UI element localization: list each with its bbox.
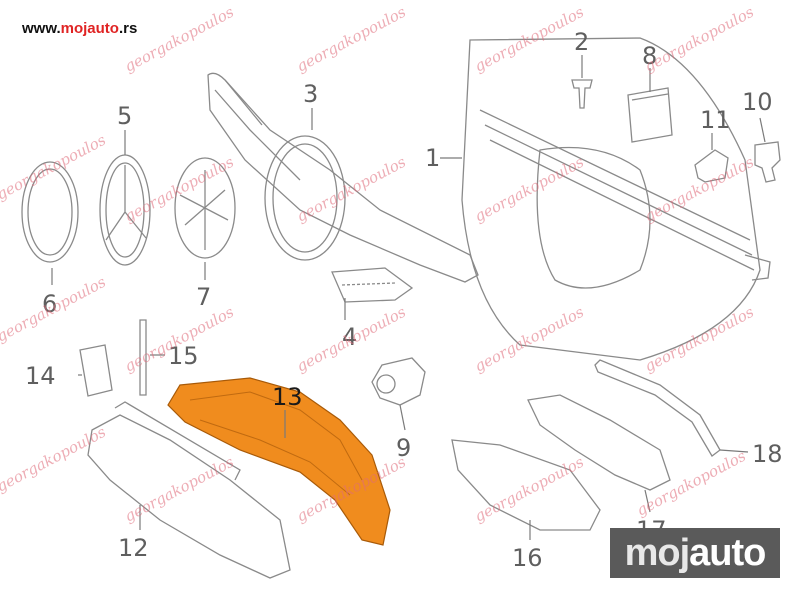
part-9-sensor [371, 357, 426, 406]
part-13-carrier-highlighted [167, 377, 391, 546]
watermark-text: georgakopoulos [471, 453, 587, 526]
part-7-badge-housing [174, 157, 236, 259]
part-2-clip [571, 79, 593, 109]
watermark-text: georgakopoulos [0, 423, 109, 496]
part-12-lower-grille [87, 401, 291, 579]
site-url-accent: mojauto [60, 20, 119, 37]
callout-10: 10 [742, 88, 773, 116]
callout-4: 4 [342, 323, 357, 351]
part-14-panel [79, 344, 113, 397]
logo-part1: moj [624, 532, 691, 574]
watermark-layer: georgakopoulos georgakopoulos georgakopo… [0, 3, 757, 526]
watermark-text: georgakopoulos [293, 153, 409, 226]
callout-5: 5 [117, 102, 132, 130]
part-1-grille [461, 37, 771, 361]
watermark-text: georgakopoulos [293, 3, 409, 76]
watermark-text: georgakopoulos [121, 3, 237, 76]
part-10-bracket [754, 141, 781, 183]
part-16-side-mesh [451, 439, 601, 531]
part-17-bracket [527, 394, 671, 491]
callout-2: 2 [574, 28, 589, 56]
callout-9: 9 [396, 434, 411, 462]
part-8-module [627, 87, 673, 143]
watermark-text: georgakopoulos [641, 153, 757, 226]
part-18-trim-strip [594, 359, 721, 457]
part-6-ring [21, 161, 79, 263]
part-5-star-emblem [99, 154, 151, 266]
callout-8: 8 [642, 42, 657, 70]
part-3-trim-bar [207, 72, 479, 283]
callout-labels: 1 2 3 4 5 6 7 8 9 10 11 12 13 14 15 16 1… [25, 28, 783, 572]
callout-3: 3 [303, 80, 318, 108]
mojauto-logo: mojauto [610, 528, 780, 578]
callout-12: 12 [118, 534, 149, 562]
part-4-emblem-plate [331, 267, 414, 303]
watermark-text: georgakopoulos [633, 447, 749, 520]
callout-6: 6 [42, 290, 57, 318]
callout-13: 13 [272, 383, 303, 411]
callout-15: 15 [168, 342, 199, 370]
watermark-text: georgakopoulos [293, 303, 409, 376]
logo-part2: auto [689, 532, 766, 574]
callout-7: 7 [196, 283, 211, 311]
leader-lines [51, 55, 766, 540]
site-url-suffix: .rs [118, 20, 138, 37]
callout-18: 18 [752, 440, 783, 468]
watermark-text: georgakopoulos [471, 153, 587, 226]
part-15-strip [139, 319, 147, 396]
callout-14: 14 [25, 362, 56, 390]
site-url-prefix: www. [22, 20, 61, 37]
watermark-text: georgakopoulos [471, 303, 587, 376]
callout-16: 16 [512, 544, 543, 572]
site-url: www.mojauto.rs [22, 20, 137, 37]
callout-11: 11 [700, 106, 731, 134]
part-11-bracket [694, 149, 729, 183]
watermark-text: georgakopoulos [641, 3, 757, 76]
watermark-text: georgakopoulos [0, 131, 109, 204]
watermark-text: georgakopoulos [0, 273, 109, 346]
watermark-text: georgakopoulos [121, 453, 237, 526]
watermark-text: georgakopoulos [641, 303, 757, 376]
callout-1: 1 [425, 144, 440, 172]
